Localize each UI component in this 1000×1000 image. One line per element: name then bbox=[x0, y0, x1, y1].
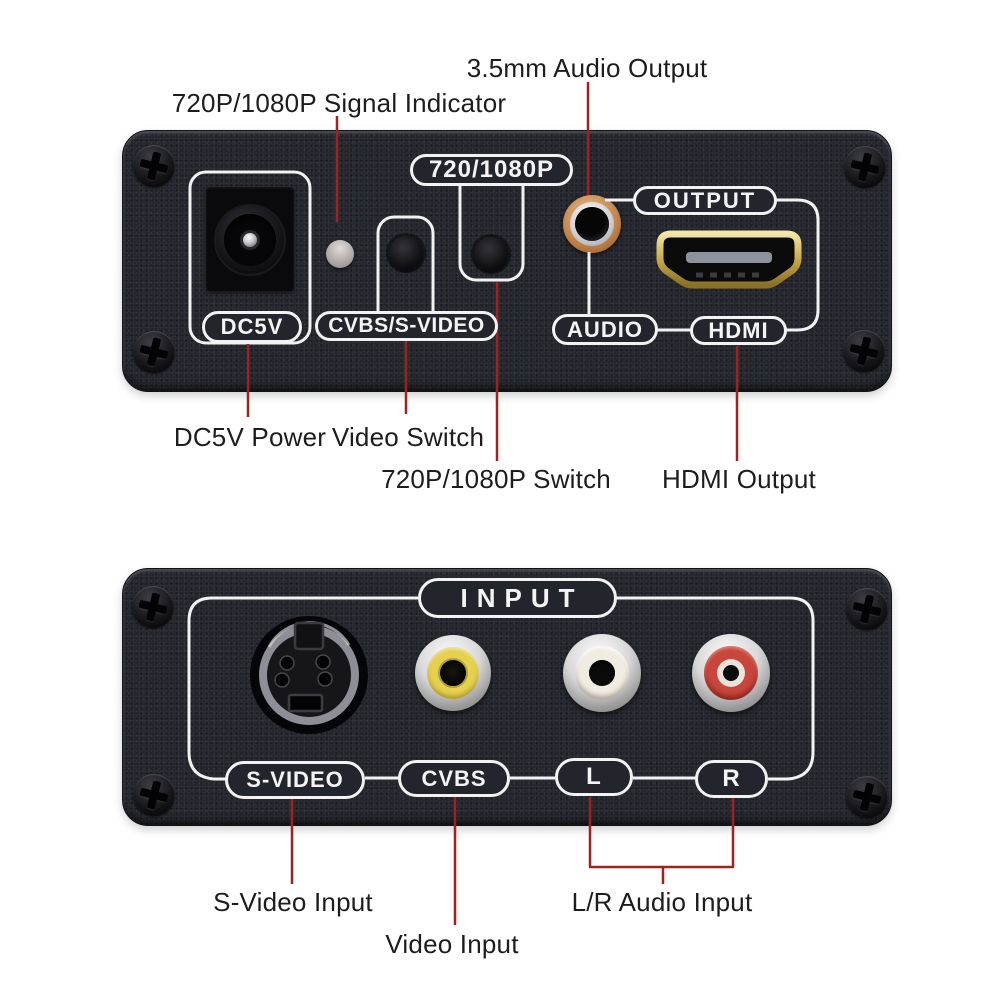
screw-icon bbox=[841, 583, 893, 635]
video-switch-button bbox=[389, 236, 423, 270]
annotation-lr-audio-input: L/R Audio Input bbox=[571, 887, 753, 917]
resolution-switch-button bbox=[474, 237, 508, 271]
annotation-svideo-input: S-Video Input bbox=[213, 887, 373, 917]
panel-label-720-1080p: 720/1080P bbox=[410, 154, 573, 186]
annotation-audio-output: 3.5mm Audio Output bbox=[466, 53, 708, 83]
s-video-connector bbox=[250, 616, 368, 734]
panel-label-hdmi: HDMI bbox=[690, 316, 787, 345]
panel-label-cvbs-svideo: CVBS/S-VIDEO bbox=[315, 311, 498, 341]
right-audio-rca-hole bbox=[723, 665, 739, 681]
annotation-signal-indicator: 720P/1080P Signal Indicator bbox=[171, 88, 507, 118]
panel-label-dc5v: DC5V bbox=[202, 311, 302, 343]
screw-icon bbox=[838, 325, 890, 377]
annotation-hdmi-output: HDMI Output bbox=[662, 464, 816, 494]
panel-label-l: L bbox=[555, 758, 633, 796]
left-audio-rca-hole bbox=[589, 660, 615, 686]
screw-icon bbox=[127, 581, 179, 633]
screw-icon bbox=[839, 141, 891, 193]
hdmi-port bbox=[656, 230, 802, 289]
screw-icon bbox=[128, 769, 180, 821]
annotation-resolution-switch: 720P/1080P Switch bbox=[381, 464, 611, 494]
panel-label-audio: AUDIO bbox=[552, 314, 658, 345]
signal-indicator-led bbox=[326, 240, 354, 268]
screw-icon bbox=[841, 771, 893, 823]
panel-label-input: INPUT bbox=[418, 578, 617, 618]
annotation-dc-power: DC5V Power bbox=[173, 422, 327, 452]
annotation-video-input: Video Input bbox=[385, 929, 519, 959]
panel-label-cvbs: CVBS bbox=[398, 760, 510, 797]
screw-icon bbox=[128, 326, 180, 378]
panel-label-s-video: S-VIDEO bbox=[225, 761, 365, 799]
annotation-video-switch: Video Switch bbox=[331, 422, 485, 452]
audio-jack-hole bbox=[575, 207, 609, 241]
cvbs-rca-hole bbox=[438, 658, 468, 688]
panel-label-output: OUTPUT bbox=[633, 186, 777, 215]
dc-jack-pin bbox=[240, 230, 260, 250]
panel-label-r: R bbox=[695, 760, 768, 798]
screw-icon bbox=[128, 140, 180, 192]
